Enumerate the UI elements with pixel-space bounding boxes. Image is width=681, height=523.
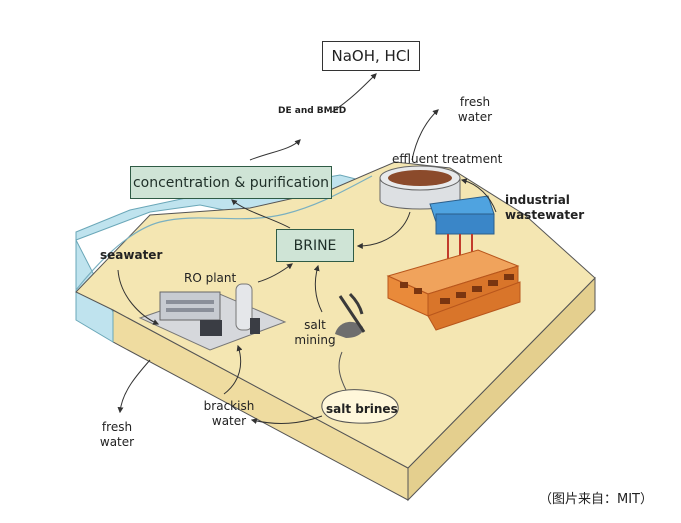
salt-mining-line1: salt <box>304 318 326 332</box>
arrow-brine-to-conc <box>231 199 291 229</box>
brine-box: BRINE <box>276 229 354 262</box>
salt-brine-pocket <box>321 389 399 424</box>
brackish-water-line1: brackish <box>203 399 255 413</box>
fresh-water-top-line2: water <box>457 110 493 124</box>
arrow-de-to-naoh <box>331 73 377 113</box>
seawater-label: seawater <box>100 248 163 262</box>
ro-plant-label: RO plant <box>184 271 237 285</box>
fresh-water-bottom-label: fresh water <box>97 420 137 450</box>
salt-brines-label: salt brines <box>326 402 398 416</box>
arrow-effluent-to-freshwater <box>411 109 439 161</box>
naoh-hcl-box: NaOH, HCl <box>322 41 420 71</box>
fresh-water-bottom-line1: fresh <box>101 420 133 434</box>
arrow-brine-pocket-to-brackish <box>250 415 323 425</box>
arrow-wastewater-to-effluent <box>460 178 497 213</box>
arrow-mining-to-brine <box>313 264 323 313</box>
arrow-effluent-to-brine <box>356 211 411 249</box>
concentration-purification-box: concentration & purification <box>130 166 332 199</box>
brine-seep-line <box>338 351 347 391</box>
brackish-water-line2: water <box>211 414 247 428</box>
arrow-ro-to-freshwater <box>117 359 151 414</box>
salt-mining-line2: mining <box>294 333 336 347</box>
de-bmed-label: DE and BMED <box>278 106 347 116</box>
arrow-ro-to-brine <box>257 263 293 283</box>
fresh-water-top-label: fresh water <box>456 95 494 125</box>
ro-plant-illustration <box>138 283 287 351</box>
arrow-conc-to-de <box>249 139 301 161</box>
factory-illustration <box>386 195 521 331</box>
fresh-water-bottom-line2: water <box>99 435 135 449</box>
salt-mine-illustration <box>335 292 366 338</box>
brackish-water-label: brackish water <box>200 399 258 429</box>
salt-mining-label: salt mining <box>292 318 338 348</box>
effluent-treatment-label: effluent treatment <box>392 152 503 166</box>
effluent-tank-illustration <box>379 165 461 210</box>
industrial-wastewater-line1: industrial <box>505 193 570 207</box>
arrow-brackish-to-ro <box>223 344 243 395</box>
industrial-wastewater-line2: wastewater <box>505 208 585 222</box>
image-source-caption: （图片来自：MIT） <box>539 492 653 507</box>
fresh-water-top-line1: fresh <box>459 95 491 109</box>
arrow-seawater-to-ro <box>117 269 160 325</box>
industrial-wastewater-label: industrial wastewater <box>505 193 584 223</box>
